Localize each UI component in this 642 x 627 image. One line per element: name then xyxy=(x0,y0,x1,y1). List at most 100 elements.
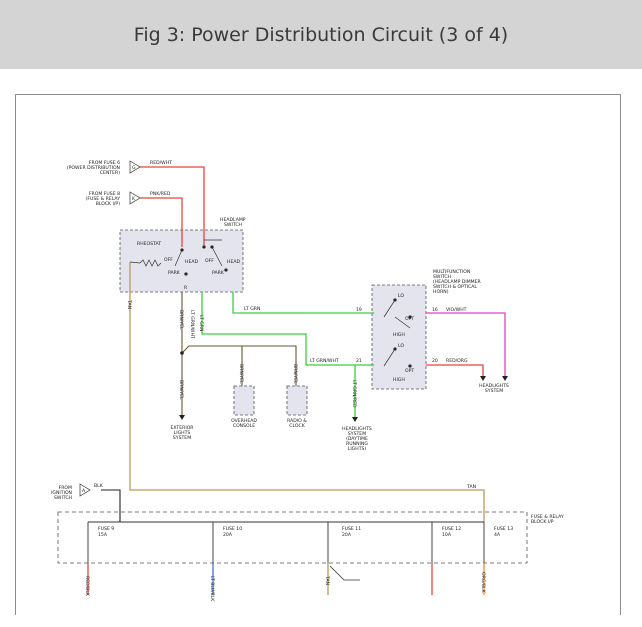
wht-short-label: LT GRN xyxy=(198,315,204,331)
radio-2: CLOCK xyxy=(289,423,305,429)
rheostat-symbol xyxy=(139,259,162,267)
tan-vert-label: TAN xyxy=(126,299,132,309)
fuse-pdc-line3: CENTER) xyxy=(100,170,120,176)
splice xyxy=(180,351,184,355)
overhead-1: OVERHEAD xyxy=(231,418,257,424)
wire-lt-grn-wht xyxy=(201,292,374,366)
brn-yel-b-label: BRN/YEL xyxy=(238,364,244,384)
headlamp-title-1: HEADLAMP xyxy=(220,217,246,223)
brn-yel-a-label: BRN/YEL xyxy=(178,380,184,400)
mf-title-3: (HEADLAMP DIMMER xyxy=(433,279,482,285)
mf-high-1: HIGH xyxy=(393,332,405,338)
fuse-wires-out xyxy=(87,563,485,595)
off-label-1: OFF xyxy=(164,257,173,263)
radio-1: RADIO & xyxy=(287,418,307,424)
wire-pnk-red xyxy=(140,197,183,247)
mf-title-2: SWITCH xyxy=(433,274,451,280)
mf-title-1: MULTIFUNCTION xyxy=(433,269,470,275)
overhead-2: CONSOLE xyxy=(233,423,255,429)
fuse-block-title-1: FUSE & RELAY xyxy=(531,514,564,520)
mf-high-2: HIGH xyxy=(393,377,405,383)
overhead-console-box xyxy=(233,385,255,416)
fuse-9-name: FUSE 9 xyxy=(98,526,114,532)
fuse-relay-line1: FROM FUSE 8 xyxy=(89,191,120,197)
radio-clock-box xyxy=(286,385,308,416)
diagram-frame xyxy=(15,94,621,615)
wht-vert-label: LT GRN/WHT xyxy=(189,310,195,339)
drl-1: HEADLIGHTS xyxy=(342,426,372,432)
park-label-1: PARK xyxy=(168,270,181,276)
lt-grn-wht-label: LT GRN/WHT xyxy=(310,358,339,364)
fuse-wire-3-label: TAN xyxy=(324,575,330,585)
fuse-relay-wire: PNK/RED xyxy=(150,191,171,197)
title-bar: Fig 3: Power Distribution Circuit (3 of … xyxy=(0,0,642,69)
destination-arrows xyxy=(179,376,508,422)
park-label-2: PARK xyxy=(212,270,225,276)
ignition-line3: SWITCH xyxy=(54,495,72,501)
figure-title: Fig 3: Power Distribution Circuit (3 of … xyxy=(133,23,509,46)
mf-title-5: HORN) xyxy=(433,289,449,295)
fuse-pdc-wire: RED/WHT xyxy=(150,160,172,166)
wire-brn-yel-radio xyxy=(242,345,297,386)
fuse-10-name: FUSE 10 xyxy=(223,526,242,532)
fuse-wire-1-label: RED/BLK xyxy=(84,576,90,597)
destination-labels: EXTERIOR LIGHTS SYSTEM OVERHEAD CONSOLE … xyxy=(170,383,508,452)
wire-lt-grn xyxy=(232,292,374,314)
wire-labels: TAN LT GRN LT GRN/WHT VIO/WHT RED/ORG TA… xyxy=(84,299,486,602)
fuse-13-amps: 4A xyxy=(494,532,501,538)
fuse-pdc-pin: G xyxy=(132,165,136,171)
fuse-12-name: FUSE 12 xyxy=(442,526,461,532)
vio-wht-label: VIO/WHT xyxy=(446,307,467,313)
head-label-1: HEAD xyxy=(185,259,198,265)
fuse-wire-2-label: LT BLU/BLK xyxy=(209,576,215,602)
mf-opt-1: OPT xyxy=(405,316,414,322)
off-label-2: OFF xyxy=(205,258,214,264)
mf-lo-2: LO xyxy=(398,343,404,349)
ignition-line2: IGNITION xyxy=(51,490,72,496)
switch-contacts xyxy=(174,239,412,368)
headlamp-switch-labels: HEADLAMP SWITCH RHEOSTAT OFF HEAD PARK O… xyxy=(137,217,246,291)
fuse-relay-pin: K xyxy=(132,196,136,202)
fuse-pdc-line2: (POWER DISTRIBUTION xyxy=(67,165,120,171)
ltgrn-vert-label: LT GRN/RED xyxy=(351,380,357,408)
mf-pin-16: 16 xyxy=(432,307,438,313)
brn-yel-c-label: BRN/YEL xyxy=(292,364,298,384)
headlights-1: HEADLIGHTS xyxy=(479,383,509,389)
tan-label: TAN xyxy=(466,484,476,490)
mf-opt-2: OPT xyxy=(405,368,414,374)
red-org-label: RED/ORG xyxy=(446,358,468,364)
wire-blk xyxy=(101,489,121,522)
wire-tan xyxy=(129,262,485,522)
fuse-block-box xyxy=(57,511,528,564)
rheostat-leads xyxy=(129,261,141,264)
fuse-11-name: FUSE 11 xyxy=(342,526,361,532)
mf-lo-1: LO xyxy=(398,293,404,299)
mf-pin-19: 19 xyxy=(356,307,362,313)
lt-grn-label: LT GRN xyxy=(244,306,260,312)
fuse-block-wiring xyxy=(87,521,485,563)
fuse-12-amps: 10A xyxy=(442,532,452,538)
pin-r: R xyxy=(184,285,188,291)
exterior-1: EXTERIOR xyxy=(170,425,194,431)
wire-brn-yel-branch xyxy=(181,345,243,386)
exterior-2: LIGHTS xyxy=(174,430,191,436)
mf-pin-21: 21 xyxy=(356,358,362,364)
fuse-10-amps: 20A xyxy=(223,532,233,538)
fuse-9-amps: 15A xyxy=(98,532,108,538)
wire-red-wht xyxy=(140,166,205,247)
fuse-relay-line3: BLOCK I/P) xyxy=(96,201,121,207)
fuse-block-labels: FUSE & RELAY BLOCK I/P FUSE 9 15A FUSE 1… xyxy=(98,514,564,538)
headlights-2: SYSTEM xyxy=(485,388,503,394)
ignition-line1: FROM xyxy=(59,485,72,491)
fuse-13-name: FUSE 13 xyxy=(494,526,513,532)
rheostat-label: RHEOSTAT xyxy=(137,241,161,247)
multifunction-switch-box xyxy=(371,284,427,390)
ignition-wire: BLK xyxy=(94,483,104,489)
fuse-relay-line2: (FUSE & RELAY xyxy=(86,196,121,202)
multifunction-labels: MULTIFUNCTION SWITCH (HEADLAMP DIMMER SW… xyxy=(356,269,482,383)
ignition-pin: A xyxy=(82,488,86,494)
drl-5: LIGHTS) xyxy=(348,446,367,452)
source-labels: FROM FUSE 6 (POWER DISTRIBUTION CENTER) … xyxy=(51,160,172,501)
brn-vert-label: BRN/YEL xyxy=(178,310,184,330)
drl-3: (DAYTIME xyxy=(346,436,368,442)
